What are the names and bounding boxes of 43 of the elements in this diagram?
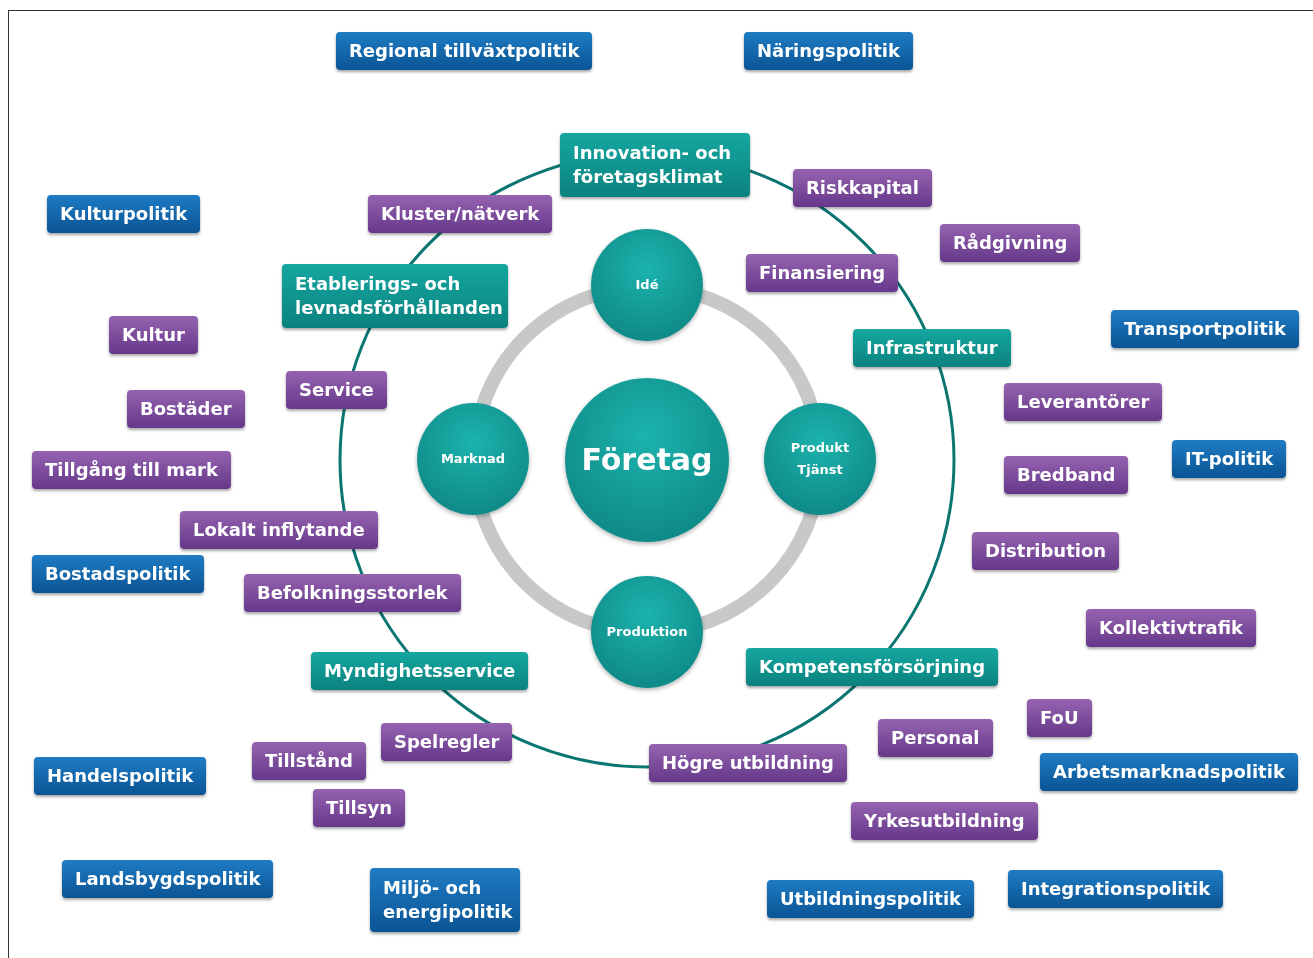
topic-box: Befolkningsstorlek	[244, 574, 461, 612]
topic-box: Kluster/nätverk	[368, 195, 553, 233]
topic-box: Kollektivtrafik	[1086, 609, 1256, 647]
factor-box: Etablerings- och levnadsförhållanden	[282, 264, 508, 328]
topic-box: Tillgång till mark	[32, 451, 231, 489]
stage-circle: Produktion	[591, 576, 703, 688]
topic-box: Spelregler	[381, 723, 513, 761]
policy-box: Transportpolitik	[1111, 310, 1299, 348]
policy-box: Regional tillväxtpolitik	[336, 32, 593, 70]
topic-box: Service	[286, 371, 387, 409]
topic-box: Yrkesutbildning	[851, 802, 1038, 840]
policy-box: Miljö- och energipolitik	[370, 868, 520, 932]
topic-box: Finansiering	[746, 254, 899, 292]
topic-box: Distribution	[972, 532, 1120, 570]
topic-box: Tillstånd	[252, 742, 366, 780]
policy-box: Integrationspolitik	[1008, 870, 1224, 908]
stage-circle: Idé	[591, 229, 703, 341]
factor-box: Innovation- och företagsklimat	[560, 133, 750, 197]
factor-box: Kompetensförsörjning	[746, 648, 999, 686]
topic-box: Bredband	[1004, 456, 1129, 494]
topic-box: Bostäder	[127, 390, 245, 428]
policy-box: Bostadspolitik	[32, 555, 204, 593]
topic-box: Rådgivning	[940, 224, 1081, 262]
stage-circle: Marknad	[417, 403, 529, 515]
policy-box: IT-politik	[1172, 440, 1287, 478]
topic-box: Riskkapital	[793, 169, 932, 207]
topic-box: Leverantörer	[1004, 383, 1163, 421]
topic-box: Högre utbildning	[649, 744, 847, 782]
factor-box: Myndighetsservice	[311, 652, 529, 690]
policy-box: Arbetsmarknadspolitik	[1040, 753, 1298, 791]
policy-box: Näringspolitik	[744, 32, 913, 70]
policy-box: Kulturpolitik	[47, 195, 201, 233]
topic-box: Kultur	[109, 316, 198, 354]
policy-box: Handelspolitik	[34, 757, 207, 795]
policy-box: Utbildningspolitik	[767, 880, 975, 918]
company-circle: Företag	[565, 378, 729, 542]
topic-box: FoU	[1027, 699, 1092, 737]
stage-circle: Produkt Tjänst	[764, 403, 876, 515]
policy-box: Landsbygdspolitik	[62, 860, 274, 898]
topic-box: Tillsyn	[313, 789, 406, 827]
topic-box: Personal	[878, 719, 993, 757]
topic-box: Lokalt inflytande	[180, 511, 378, 549]
factor-box: Infrastruktur	[853, 329, 1011, 367]
